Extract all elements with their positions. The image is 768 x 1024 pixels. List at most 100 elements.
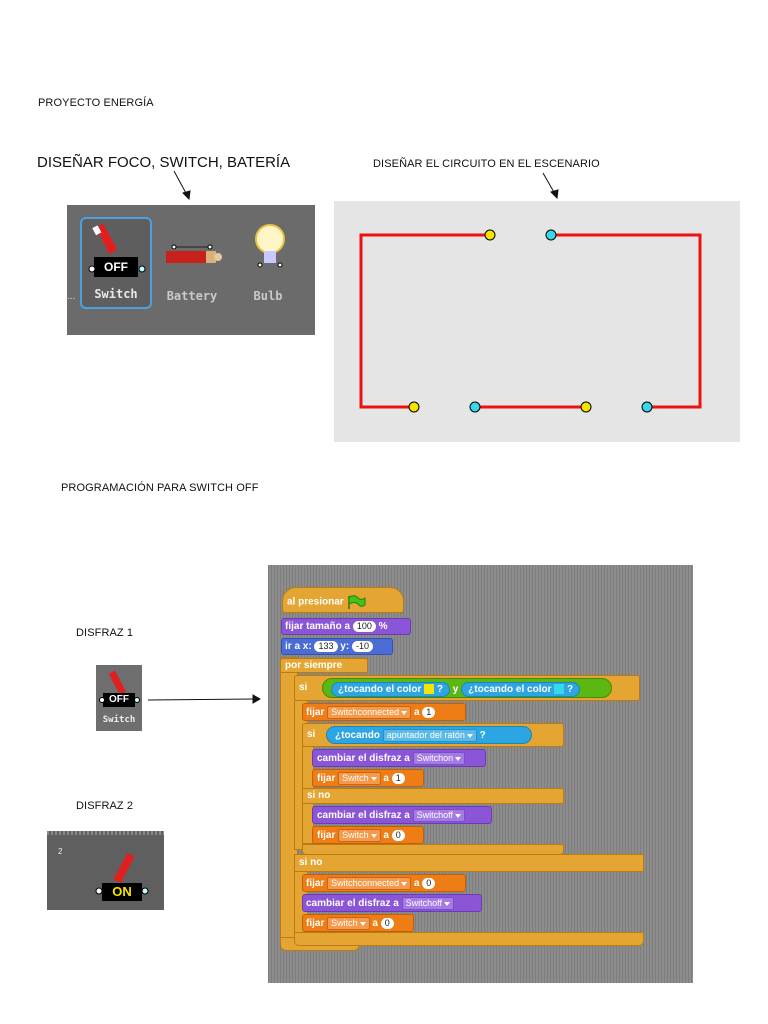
touching-color-2-label: ¿tocando el color — [468, 684, 552, 695]
set-switch-0-a: a — [383, 830, 389, 842]
switch-sprite-icon — [88, 223, 146, 277]
set-switch-0b-value[interactable]: 0 — [380, 918, 394, 929]
goto-y-value[interactable]: -10 — [351, 641, 373, 652]
else-outer-block: si no — [294, 854, 644, 872]
var-dropdown-switchconnected-0[interactable]: Switchconnected — [327, 877, 412, 890]
forever-label: por siempre — [285, 660, 343, 671]
programming-heading: PROGRAMACIÓN PARA SWITCH OFF — [61, 482, 259, 494]
costume-dropdown-off[interactable]: Switchoff — [412, 809, 465, 822]
touching-mouse[interactable]: ¿tocando apuntador del ratón ? — [326, 726, 532, 744]
touching-mouse-q: ? — [479, 730, 486, 742]
costume-dropdown-off2[interactable]: Switchoff — [401, 897, 454, 910]
battery-icon — [166, 244, 222, 263]
green-flag-icon — [348, 595, 366, 609]
switch-costume-off2-label: cambiar el disfraz a — [306, 898, 399, 910]
set-size-unit: % — [378, 621, 388, 633]
project-title: PROYECTO ENERGÍA — [38, 97, 154, 109]
if-outer-label: si — [299, 682, 308, 693]
bulb-icon — [255, 224, 285, 268]
if-inner-label: si — [307, 729, 316, 740]
set-size-label: fijar tamaño a — [285, 621, 351, 633]
arrow-circuit — [542, 172, 556, 195]
set-connected-1-value[interactable]: 1 — [422, 707, 436, 718]
arrow-costume — [147, 698, 255, 701]
forever-block[interactable]: por siempre — [280, 658, 368, 673]
costume1-state: OFF — [109, 694, 129, 705]
costume2-heading: DISFRAZ 2 — [76, 800, 134, 812]
switch-costume-off-block[interactable]: cambiar el disfraz a Switchoff — [312, 806, 492, 824]
set-connected-1-block[interactable]: fijar Switchconnected a 1 — [302, 703, 466, 721]
and-label: y — [452, 684, 459, 695]
sprite-battery[interactable]: Battery — [156, 217, 228, 309]
switch-off-icon — [99, 670, 140, 707]
var-dropdown-switch-0b[interactable]: Switch — [327, 917, 370, 930]
switch-on-icon — [95, 852, 149, 901]
switch-costume-on-label: cambiar el disfraz a — [317, 753, 410, 765]
set-size-block[interactable]: fijar tamaño a 100 % — [281, 618, 411, 635]
else-inner-label: si no — [307, 790, 331, 801]
set-connected-0-value[interactable]: 0 — [422, 878, 436, 889]
var-dropdown-switch-1[interactable]: Switch — [338, 772, 381, 785]
hat-block[interactable]: al presionar — [282, 587, 404, 613]
set-connected-1-a: a — [413, 707, 420, 719]
terminal-cyan-bottom-left — [469, 401, 481, 413]
var-dropdown-switch-0[interactable]: Switch — [338, 829, 381, 842]
var-dropdown-switchconnected[interactable]: Switchconnected — [327, 706, 412, 719]
set-switch-1-label: fijar — [317, 773, 336, 785]
goto-label: ir a x: — [285, 641, 312, 653]
arrow-costume-head — [252, 694, 262, 704]
touching-color-1-label: ¿tocando el color — [338, 684, 422, 695]
terminal-yellow-top — [484, 229, 496, 241]
costume2-number: 2 — [58, 847, 63, 856]
touching-color-1[interactable]: ¿tocando el color ? — [331, 682, 451, 697]
touching-color-2[interactable]: ¿tocando el color ? — [461, 682, 581, 697]
sprite-palette: ... OFF Switch Battery Bulb — [67, 205, 315, 335]
stage[interactable] — [334, 201, 740, 442]
set-switch-0-block[interactable]: fijar Switch a 0 — [312, 826, 424, 844]
set-switch-0b-label: fijar — [306, 918, 325, 930]
mouse-pointer-dropdown[interactable]: apuntador del ratón — [382, 729, 477, 742]
if-outer-bottom — [294, 932, 644, 946]
terminal-cyan-top — [545, 229, 557, 241]
and-operator[interactable]: ¿tocando el color ? y ¿tocando el color … — [322, 678, 612, 698]
touching-color-2-q: ? — [567, 684, 574, 695]
switch-costume-off2-block[interactable]: cambiar el disfraz a Switchoff — [302, 894, 482, 912]
color-swatch-yellow[interactable] — [424, 684, 435, 695]
costume1-thumbnail[interactable]: OFF Switch — [96, 665, 142, 731]
else-inner-block: si no — [302, 788, 564, 804]
design-circuit-heading: DISEÑAR EL CIRCUITO EN EL ESCENARIO — [373, 158, 600, 170]
costume1-label: Switch — [102, 715, 136, 725]
sprite-bulb[interactable]: Bulb — [232, 217, 304, 309]
set-switch-0b-block[interactable]: fijar Switch a 0 — [302, 914, 414, 932]
arrow-circuit-head — [550, 189, 559, 200]
set-switch-0b-a: a — [372, 918, 378, 930]
set-switch-1-block[interactable]: fijar Switch a 1 — [312, 769, 424, 787]
set-switch-1-value[interactable]: 1 — [391, 773, 405, 784]
set-connected-0-block[interactable]: fijar Switchconnected a 0 — [302, 874, 466, 892]
switch-costume-off-label: cambiar el disfraz a — [317, 810, 410, 822]
set-switch-0-value[interactable]: 0 — [391, 830, 405, 841]
goto-x-value[interactable]: 133 — [314, 641, 338, 652]
hat-label: al presionar — [287, 596, 344, 608]
sprite-label-switch: Switch — [94, 287, 138, 301]
costume-dropdown-on[interactable]: Switchon — [412, 752, 466, 765]
costume1-heading: DISFRAZ 1 — [76, 627, 134, 639]
switch-costume-on-block[interactable]: cambiar el disfraz a Switchon — [312, 749, 486, 767]
set-size-value[interactable]: 100 — [352, 621, 376, 632]
sprite-switch[interactable]: OFF Switch — [80, 217, 152, 309]
scripts-area[interactable]: ↲ al presionar fijar tamaño a 100 % ir a… — [268, 565, 693, 983]
costume2-state: ON — [112, 884, 132, 899]
set-connected-1-label: fijar — [306, 707, 325, 719]
color-swatch-cyan[interactable] — [554, 684, 565, 695]
sprite-label-bulb: Bulb — [253, 289, 283, 303]
arrow-parts-head — [182, 190, 191, 201]
set-connected-0-a: a — [413, 878, 420, 890]
terminal-yellow-bottom-right — [580, 401, 592, 413]
set-switch-1-a: a — [383, 773, 389, 785]
costume2-thumbnail[interactable]: 2 ON — [47, 831, 164, 910]
goto-y-label: y: — [340, 641, 350, 653]
terminal-cyan-bottom-right — [641, 401, 653, 413]
goto-block[interactable]: ir a x: 133 y: -10 — [281, 638, 393, 655]
sprite-label-battery: Battery — [166, 289, 218, 303]
